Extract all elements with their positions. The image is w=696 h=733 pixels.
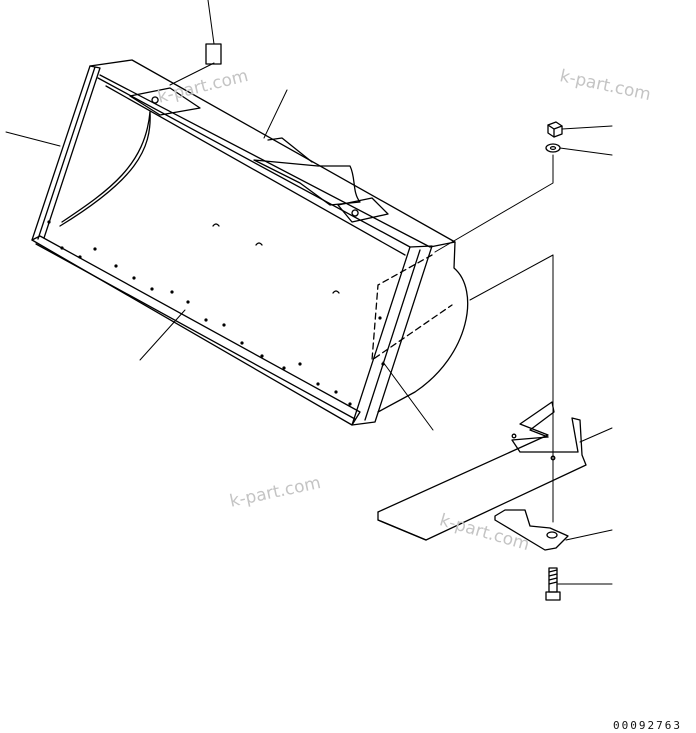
washer <box>545 143 561 153</box>
label-plate <box>205 43 222 65</box>
side-cutter <box>377 401 587 541</box>
bucket <box>31 59 469 426</box>
bolt <box>545 567 561 601</box>
leader-lines <box>5 0 613 585</box>
nut <box>547 121 563 138</box>
drawing-number: 00092763 <box>613 719 682 732</box>
assembly-lines <box>434 154 554 523</box>
side-cutter-plate <box>494 509 569 551</box>
